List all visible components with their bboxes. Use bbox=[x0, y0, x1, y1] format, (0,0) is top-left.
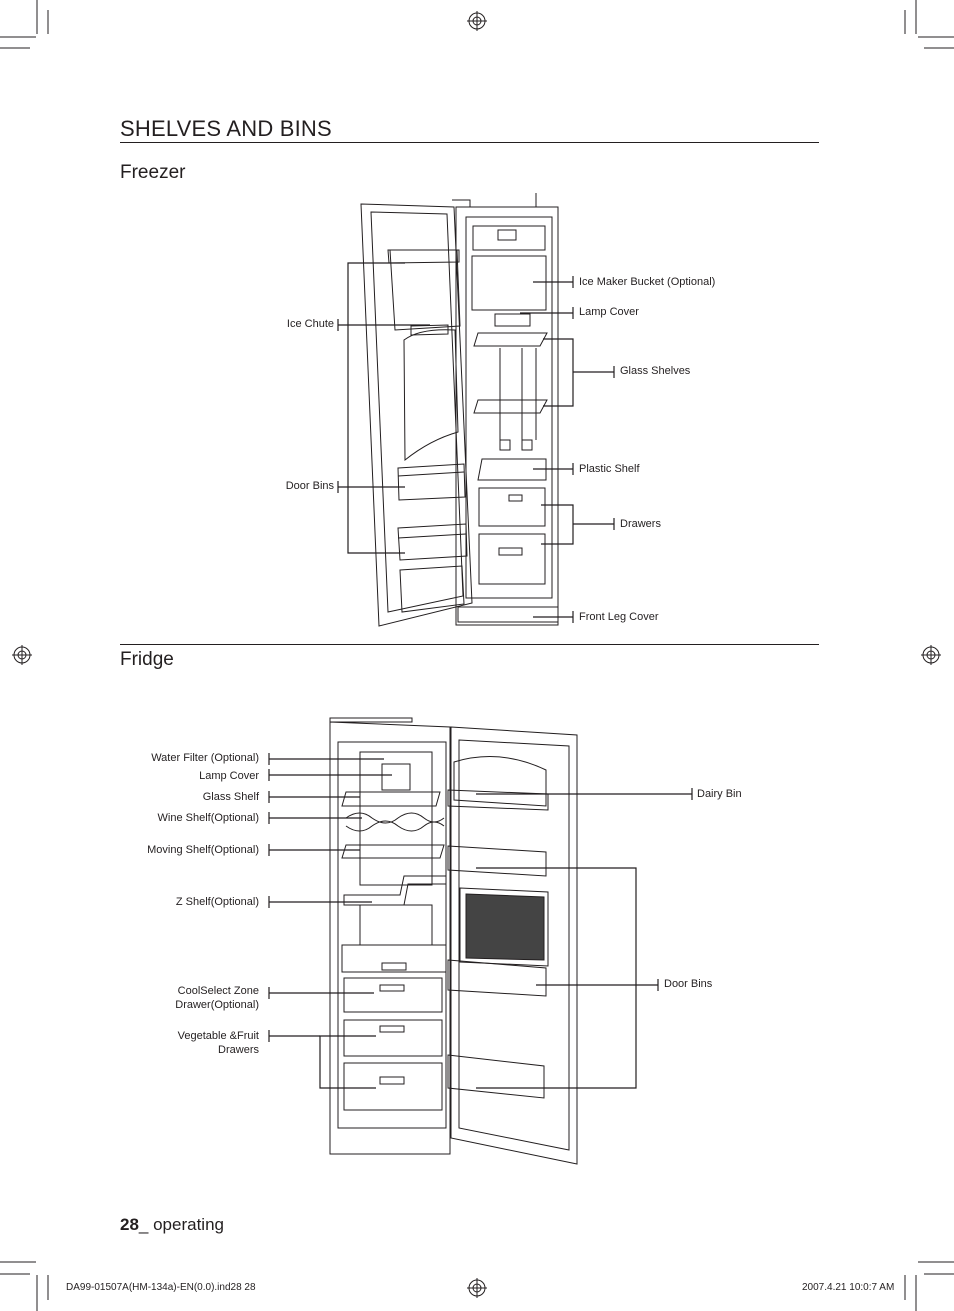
label-moving-shelf: Moving Shelf(Optional) bbox=[147, 844, 259, 856]
label-fridge-lamp-cover: Lamp Cover bbox=[199, 770, 259, 782]
registration-mark-right bbox=[921, 645, 941, 665]
label-glass-shelf: Glass Shelf bbox=[202, 791, 259, 803]
page-title: SHELVES AND BINS bbox=[120, 116, 332, 141]
title-rule bbox=[120, 142, 819, 143]
registration-mark-left bbox=[12, 645, 32, 665]
page-footer: 28_ operating bbox=[120, 1215, 224, 1235]
label-ice-maker-bucket: Ice Maker Bucket (Optional) bbox=[579, 276, 716, 288]
slug-left: DA99-01507A(HM-134a)-EN(0.0).ind28 28 bbox=[66, 1282, 256, 1293]
label-vegetable-line2: Drawers bbox=[218, 1044, 259, 1056]
label-glass-shelves: Glass Shelves bbox=[620, 365, 691, 377]
freezer-heading: Freezer bbox=[120, 162, 186, 183]
registration-mark-bottom bbox=[467, 1278, 487, 1298]
registration-mark-top bbox=[467, 11, 487, 31]
label-coolselect-line1: CoolSelect Zone bbox=[177, 985, 259, 997]
label-water-filter: Water Filter (Optional) bbox=[151, 752, 259, 764]
label-coolselect-line2: Drawer(Optional) bbox=[175, 999, 259, 1011]
slug-right: 2007.4.21 10:0:7 AM bbox=[802, 1282, 895, 1293]
label-vegetable-line1: Vegetable &Fruit bbox=[177, 1030, 259, 1042]
label-z-shelf: Z Shelf(Optional) bbox=[175, 896, 259, 908]
label-wine-shelf: Wine Shelf(Optional) bbox=[157, 812, 260, 824]
fridge-heading: Fridge bbox=[120, 649, 174, 670]
label-drawers: Drawers bbox=[620, 518, 661, 530]
label-front-leg-cover: Front Leg Cover bbox=[579, 611, 659, 623]
section-name: _ operating bbox=[138, 1215, 224, 1234]
label-freezer-lamp-cover: Lamp Cover bbox=[579, 306, 639, 318]
label-ice-chute: Ice Chute bbox=[286, 318, 334, 330]
label-plastic-shelf: Plastic Shelf bbox=[579, 463, 640, 475]
page-number: 28 bbox=[120, 1215, 139, 1234]
section-rule bbox=[120, 644, 819, 645]
label-fridge-door-bins: Door Bins bbox=[664, 978, 713, 990]
label-dairy-bin: Dairy Bin bbox=[697, 788, 742, 800]
label-freezer-door-bins: Door Bins bbox=[285, 480, 334, 492]
